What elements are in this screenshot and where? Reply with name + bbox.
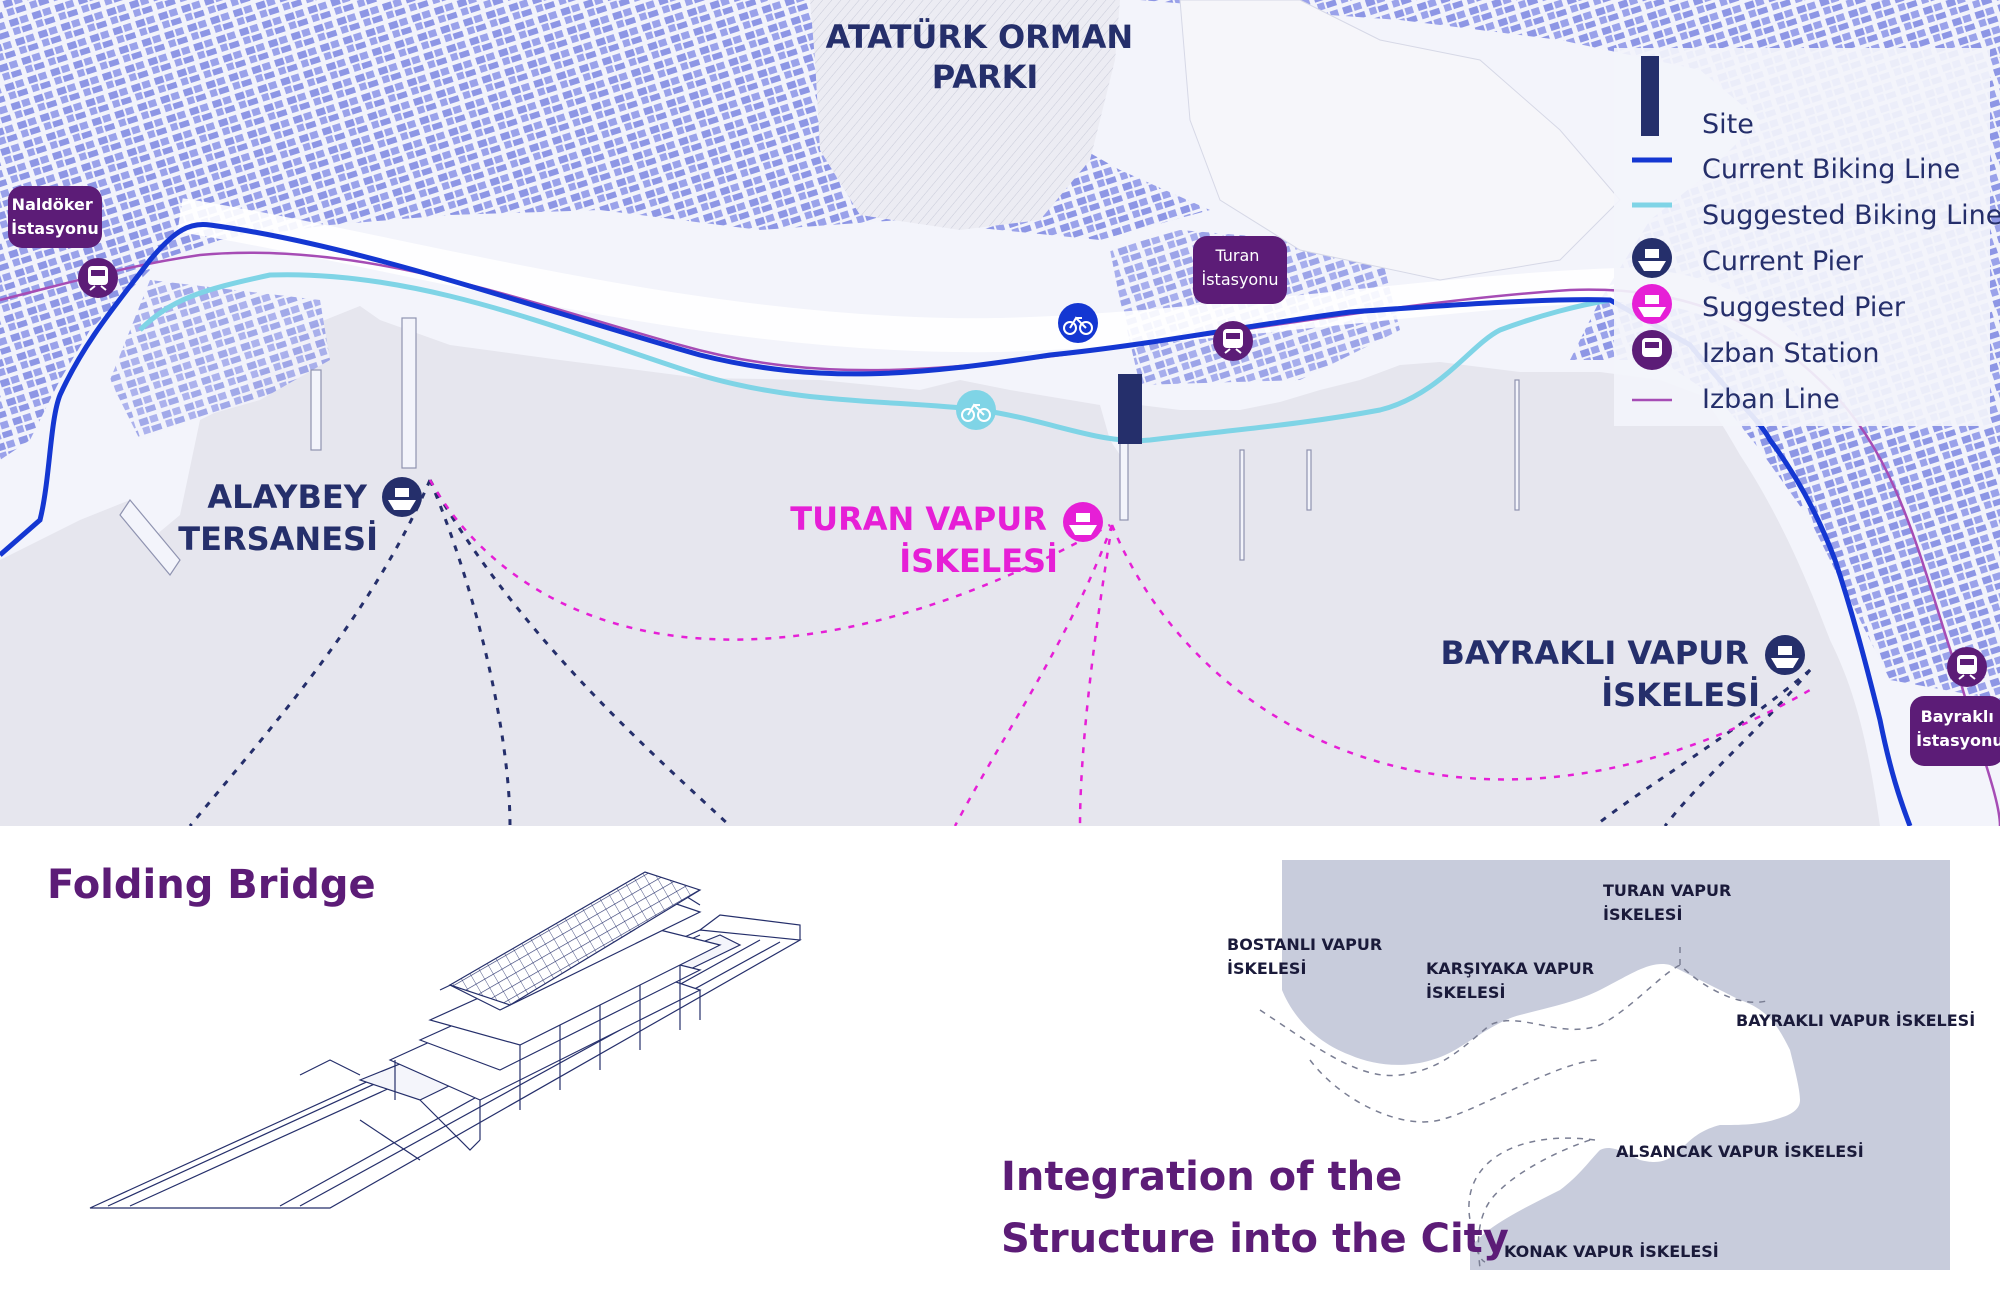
city-pier-bayrakli: BAYRAKLI VAPUR İSKELESİ bbox=[1736, 1011, 1975, 1030]
city-integration-map: BOSTANLI VAPUR İSKELESİ KARŞIYAKA VAPUR … bbox=[1001, 860, 1975, 1271]
train-icon-turan bbox=[1213, 321, 1253, 361]
site-marker bbox=[1118, 374, 1142, 444]
suggested-pier-routes bbox=[428, 479, 1811, 827]
station-label-turan: Turan İstasyonu bbox=[1201, 246, 1278, 289]
city-pier-alsancak: ALSANCAK VAPUR İSKELESİ bbox=[1616, 1142, 1864, 1161]
station-pill-bayrakli bbox=[1910, 696, 2000, 766]
folding-bridge-drawing bbox=[89, 871, 802, 1209]
legend-current-biking-line: Current Biking Line bbox=[1702, 154, 1960, 185]
west-blocks bbox=[110, 280, 330, 440]
current-pier-routes bbox=[188, 479, 1812, 828]
station-label-bayrakli: Bayraklı İstasyonu bbox=[1916, 707, 2000, 750]
legend: Site Current Biking Line Suggested Bikin… bbox=[1614, 48, 2000, 426]
train-icon-bayrakli bbox=[1947, 647, 1987, 687]
bike-icon-current bbox=[1058, 303, 1098, 343]
turan-pier-label: TURAN VAPUR İSKELESİ bbox=[790, 500, 1058, 580]
legend-current-pier-icon bbox=[1632, 238, 1672, 278]
station-pill-naldoker bbox=[8, 186, 102, 248]
legend-suggested-biking-line: Suggested Biking Line bbox=[1702, 200, 2000, 231]
legend-suggested-pier: Suggested Pier bbox=[1702, 292, 1906, 323]
bike-icon-suggested bbox=[956, 390, 996, 430]
city-pier-bostanli: BOSTANLI VAPUR İSKELESİ bbox=[1227, 935, 1388, 978]
legend-current-pier: Current Pier bbox=[1702, 246, 1864, 277]
park-label: ATATÜRK ORMAN PARKI bbox=[826, 18, 1145, 96]
legend-site: Site bbox=[1702, 109, 1754, 140]
city-map-route-south bbox=[1468, 1137, 1596, 1263]
city-pier-turan: TURAN VAPUR İSKELESİ bbox=[1603, 881, 1737, 924]
legend-izban-line: Izban Line bbox=[1702, 384, 1840, 415]
city-map-route bbox=[1259, 945, 1771, 1271]
ship-icon-turan bbox=[1063, 502, 1103, 542]
piers bbox=[119, 317, 1520, 577]
current-biking-line bbox=[0, 221, 1913, 827]
forest-park bbox=[810, 0, 1120, 230]
station-pill-turan bbox=[1193, 236, 1287, 304]
legend-izban-station: Izban Station bbox=[1702, 338, 1880, 369]
station-label-naldoker: Naldöker İstasyonu bbox=[11, 195, 99, 238]
city-map-route-west bbox=[1309, 1059, 1601, 1123]
legend-suggested-pier-icon bbox=[1632, 284, 1672, 324]
folding-bridge-title: Folding Bridge bbox=[47, 862, 376, 908]
city-pier-konak: KONAK VAPUR İSKELESİ bbox=[1504, 1242, 1719, 1261]
main-map: Naldöker İstasyonu Turan İstasyonu Bayra… bbox=[0, 0, 2000, 828]
hillside bbox=[1179, 0, 1621, 281]
city-map-sea bbox=[1282, 964, 1800, 1270]
legend-izban-station-icon bbox=[1632, 330, 1672, 370]
city-pier-karsiyaka: KARŞIYAKA VAPUR İSKELESİ bbox=[1426, 959, 1600, 1002]
ship-icon-alaybey bbox=[382, 477, 422, 517]
bayrakli-pier-label: BAYRAKLI VAPUR İSKELESİ bbox=[1441, 634, 1760, 714]
ship-icon-bayrakli bbox=[1765, 635, 1805, 675]
legend-site-swatch bbox=[1641, 56, 1659, 136]
integration-title: Integration of the Structure into the Ci… bbox=[1001, 1154, 1509, 1262]
train-icon-naldoker bbox=[78, 258, 118, 298]
alaybey-label: ALAYBEY TERSANESİ bbox=[178, 478, 378, 558]
